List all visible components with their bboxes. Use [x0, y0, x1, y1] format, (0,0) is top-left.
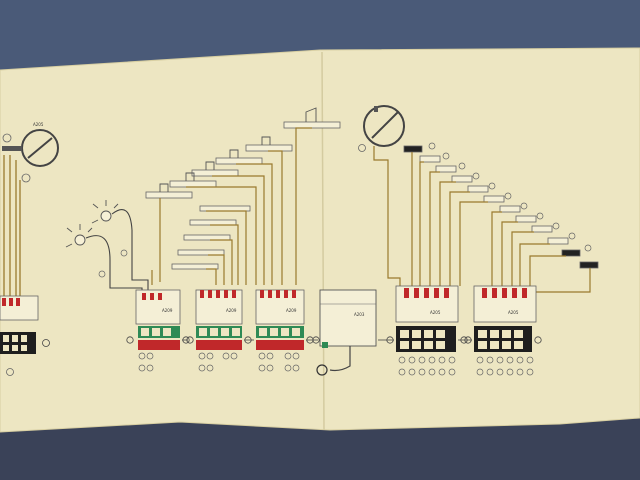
module-label: A209 [226, 308, 237, 313]
right-detector [358, 105, 405, 152]
module-a209-3: A209 [255, 289, 314, 372]
module-label: A205 [508, 310, 519, 315]
paper-fold [321, 51, 325, 431]
module-label: A205 [430, 310, 441, 315]
wires-right-devices [373, 146, 591, 293]
power-plug-icon [316, 364, 328, 376]
wires-left-devices [151, 127, 312, 285]
top-label-a205: A205 [33, 122, 44, 127]
module-label: A209 [286, 308, 297, 313]
switch-caps [159, 107, 317, 192]
left-wires [3, 155, 21, 300]
module-label: A203 [354, 312, 365, 317]
module-a205-1: A205 [386, 285, 468, 376]
left-detector: A205 [2, 122, 59, 183]
module-a209-2: A209 [186, 289, 252, 372]
marker [98, 270, 106, 278]
right-markers [428, 142, 592, 252]
module-a209-1: A209 [126, 289, 190, 372]
module-label: A209 [162, 308, 173, 313]
module-a203: A203 [312, 289, 377, 376]
lamp-wires [85, 209, 149, 292]
module-a205-2: A205 [464, 285, 542, 376]
left-module [0, 295, 50, 376]
switch-devices-right [403, 145, 599, 269]
lamp-icons [65, 200, 119, 248]
marker [120, 249, 128, 257]
